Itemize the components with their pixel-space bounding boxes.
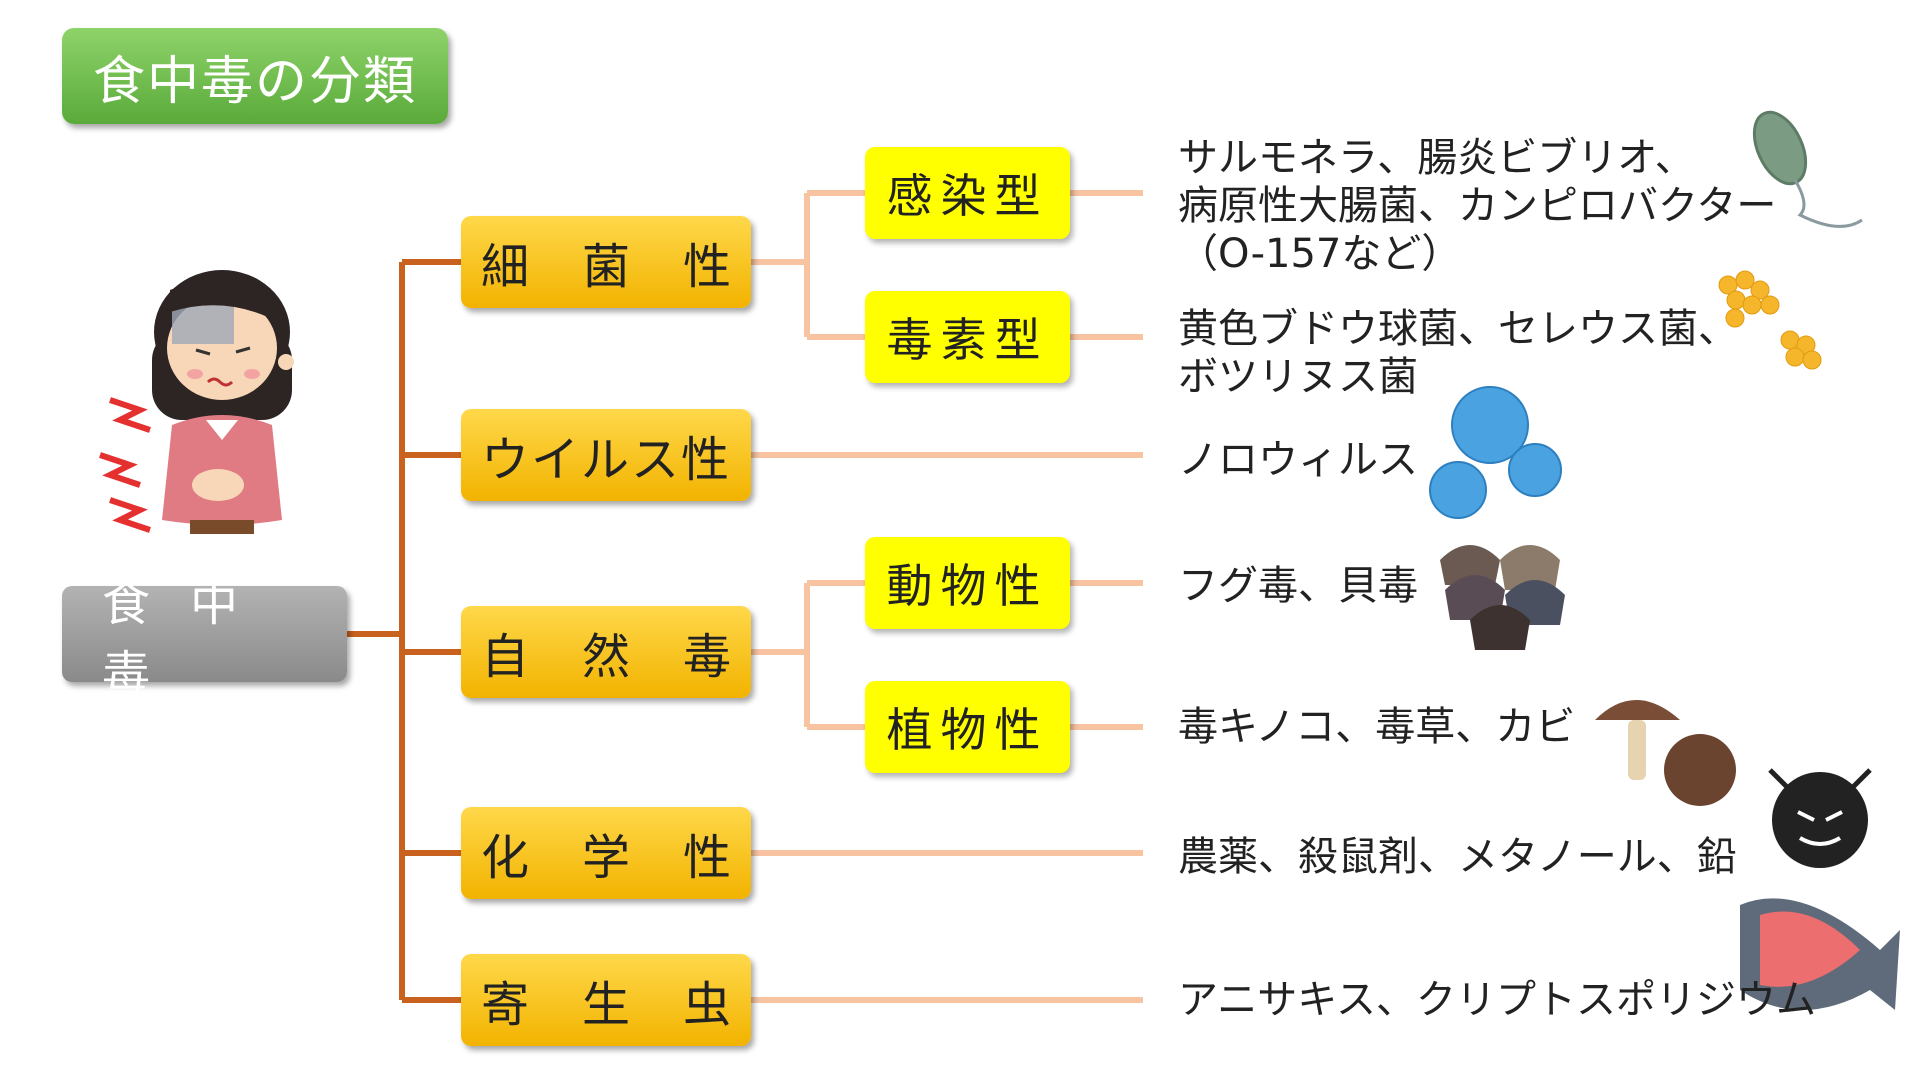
category-viral: ウイルス性 — [461, 409, 751, 501]
examples-infection-type: サルモネラ、腸炎ビブリオ、 病原性大腸菌、カンピロバクター （O-157など） — [1178, 134, 1776, 278]
page-title: 食中毒の分類 — [62, 28, 448, 124]
category-char: 自 — [481, 629, 530, 685]
example-line: ノロウィルス — [1178, 437, 1418, 483]
example-line: 病原性大腸菌、カンピロバクター — [1178, 183, 1777, 229]
toxin-germ-icon — [1768, 768, 1872, 868]
example-line: フグ毒、貝毒 — [1178, 563, 1418, 609]
sick-woman-icon — [99, 270, 294, 534]
clams-icon — [1440, 545, 1565, 650]
category-natural-toxin: 自然毒 — [461, 606, 751, 698]
mushrooms-icon — [1595, 700, 1736, 806]
category-char: 性 — [682, 239, 731, 295]
category-char: 然 — [581, 629, 630, 685]
examples-toxin-type: 黄色ブドウ球菌、セレウス菌、 ボツリヌス菌 — [1178, 305, 1738, 401]
sub-infection-type: 感染型 — [865, 147, 1070, 239]
example-line: 毒キノコ、毒草、カビ — [1178, 704, 1576, 750]
examples-parasite: アニサキス、クリプトスポリジウム — [1178, 976, 1816, 1024]
category-char: 性 — [682, 830, 731, 886]
branch-lines — [751, 190, 1143, 1003]
category-parasite: 寄生虫 — [461, 954, 751, 1046]
norovirus-icon — [1429, 386, 1562, 519]
category-chemical: 化学性 — [461, 807, 751, 899]
category-char: 寄 — [481, 977, 530, 1033]
root-node: 食中毒 — [62, 576, 347, 702]
category-char: 虫 — [682, 977, 731, 1033]
sub-toxin-type: 毒素型 — [865, 291, 1070, 383]
example-line: 農薬、殺鼠剤、メタノール、鉛 — [1178, 834, 1737, 880]
category-bacterial: 細菌性 — [461, 216, 751, 308]
examples-plant: 毒キノコ、毒草、カビ — [1178, 703, 1575, 751]
examples-viral: ノロウィルス — [1178, 436, 1418, 484]
examples-animal: フグ毒、貝毒 — [1178, 562, 1418, 610]
example-line: 黄色ブドウ球菌、セレウス菌、 — [1178, 306, 1738, 352]
category-char: 菌 — [581, 239, 630, 295]
example-line: ボツリヌス菌 — [1178, 354, 1418, 400]
sub-animal: 動物性 — [865, 537, 1070, 629]
category-char: 生 — [581, 977, 630, 1033]
category-char: 毒 — [682, 629, 731, 685]
trunk-lines — [347, 259, 461, 1003]
category-char: 学 — [581, 830, 630, 886]
sub-plant: 植物性 — [865, 681, 1070, 773]
category-char: 化 — [481, 830, 530, 886]
example-line: サルモネラ、腸炎ビブリオ、 — [1178, 135, 1695, 181]
rod-bacterium-icon — [1752, 110, 1863, 228]
fish-icon — [1740, 898, 1900, 1010]
staphylococcus-icon — [1718, 270, 1822, 370]
example-line: アニサキス、クリプトスポリジウム — [1178, 977, 1816, 1023]
example-line: （O-157など） — [1178, 231, 1462, 277]
examples-chemical: 農薬、殺鼠剤、メタノール、鉛 — [1178, 833, 1737, 881]
category-char: 細 — [481, 239, 530, 295]
